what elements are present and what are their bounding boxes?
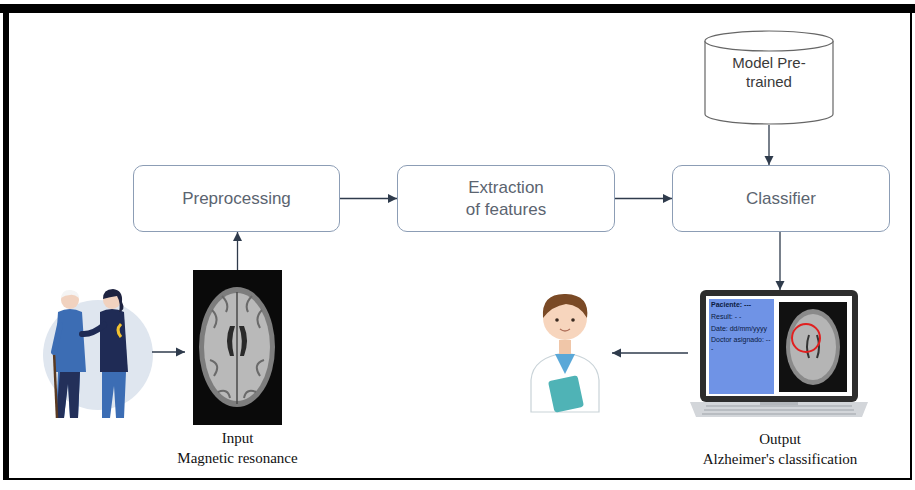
text-group: Model Pre-trained <box>704 54 834 92</box>
model-cylinder: Model Pre-trained <box>704 30 834 125</box>
report-field: Date: dd/mm/yyyy <box>711 325 767 334</box>
process-box: Extraction of features <box>397 165 615 232</box>
caregiver-body <box>100 309 128 372</box>
laptop-screen <box>706 296 852 396</box>
caption-heading: Output <box>759 430 801 450</box>
caregiver-arm <box>82 325 104 334</box>
text-group: Classifier <box>673 166 889 231</box>
frame-bar <box>0 4 915 13</box>
cylinder-top <box>705 31 833 51</box>
mini-mri-skull <box>786 309 840 385</box>
flow-arrow <box>779 232 780 290</box>
flow-arrow <box>152 351 185 352</box>
mini-mri-ground <box>779 302 847 392</box>
patient-figure <box>43 289 185 418</box>
process-box: Classifier <box>672 165 890 232</box>
report-panel <box>709 299 774 394</box>
finding-circle <box>792 324 820 352</box>
caption-heading: Input <box>222 429 254 449</box>
laptop-picture <box>690 290 868 417</box>
process-box: Preprocessing <box>133 165 340 232</box>
caregiver-accent <box>118 324 121 337</box>
text-group: Extraction of features <box>398 166 614 231</box>
frame-line <box>3 478 912 480</box>
doctor-eye <box>571 318 575 322</box>
step-label: Classifier <box>746 188 816 209</box>
doctor-shirt <box>555 354 575 374</box>
input-image-node: InputMagnetic resonance <box>150 270 325 470</box>
mini-mri-brain <box>790 314 836 380</box>
clipboard <box>548 375 584 413</box>
keyboard-lines <box>702 406 856 414</box>
doctor-mouth <box>560 329 570 331</box>
doctor-neck <box>559 340 571 354</box>
flow-arrow <box>768 125 769 165</box>
mri-skull <box>199 287 275 407</box>
doctor-coat <box>531 353 599 412</box>
report-field: Paciente: --- <box>711 301 751 310</box>
flow-arrow <box>340 198 397 199</box>
step-label: Preprocessing <box>182 188 291 209</box>
output-laptop-node: Paciente: --- Result: - - Date: dd/mm/yyyy… <box>690 290 870 475</box>
caregiver-hair <box>103 289 123 312</box>
doctor-hair <box>543 294 587 318</box>
flow-arrow <box>237 232 238 270</box>
laptop-base <box>690 402 868 417</box>
text-group: InputMagnetic resonance <box>140 429 335 468</box>
patient-arm <box>54 325 60 352</box>
model-label: Model Pre-trained <box>725 54 813 92</box>
mri-image <box>193 270 282 425</box>
cylinder-body <box>705 41 833 124</box>
caregiver-legs <box>102 372 126 418</box>
frame-line <box>910 4 912 479</box>
text-group: OutputAlzheimer's classification <box>670 430 890 469</box>
flow-arrow <box>615 198 672 199</box>
caption-text: Alzheimer's classification <box>703 450 858 470</box>
doctor-eye <box>555 318 559 322</box>
patient-hair <box>61 290 79 298</box>
patient-legs <box>56 372 80 418</box>
patient-body <box>54 309 86 418</box>
text-group: Paciente: --- Result: - - Date: dd/mm/yyyy… <box>711 301 772 357</box>
report-field: Doctor asignado: --- <box>711 336 772 354</box>
flow-arrow <box>612 352 688 353</box>
doctor-figure <box>531 294 599 413</box>
frame-bar <box>3 4 9 480</box>
caption-text: Magnetic resonance <box>177 449 297 469</box>
laptop-lid <box>700 290 858 402</box>
cane <box>54 352 57 418</box>
mri-ground <box>193 270 282 425</box>
mri-fissure <box>236 292 238 404</box>
report-field: Result: - - <box>711 313 741 322</box>
text-group: Preprocessing <box>134 166 339 231</box>
laptop-hinge <box>760 402 798 405</box>
step-label: Extraction of features <box>461 177 551 220</box>
